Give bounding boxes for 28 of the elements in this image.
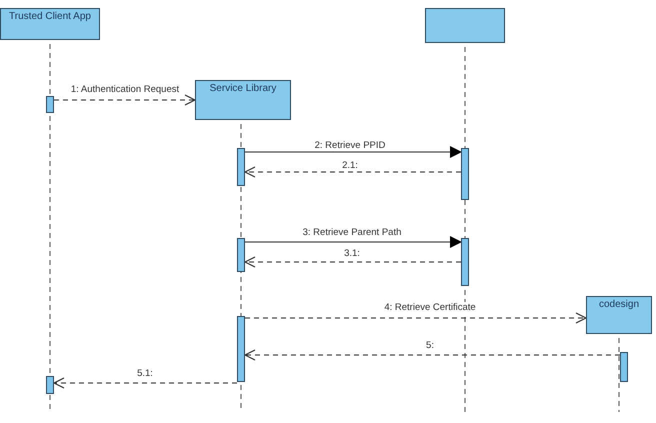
message-label: 5: — [424, 340, 436, 351]
lifeline-head: codesign — [586, 296, 652, 334]
message-arrow — [54, 94, 196, 106]
message-arrow — [244, 166, 461, 178]
message-label: 3: Retrieve Parent Path — [300, 227, 404, 238]
message-arrow — [245, 146, 462, 158]
lifeline-head: Service Library — [195, 80, 291, 120]
activation-bar — [46, 96, 54, 113]
activation-bar — [237, 238, 245, 272]
message-label: 2: Retrieve PPID — [312, 140, 388, 151]
message-arrow — [244, 256, 461, 268]
message-arrow — [245, 312, 587, 324]
message-arrow — [245, 236, 462, 248]
message-label: 4: Retrieve Certificate — [382, 302, 478, 313]
activation-bar — [461, 148, 469, 200]
activation-bar — [461, 238, 469, 286]
lifeline-head: Trusted Client App — [0, 8, 100, 40]
message-label: 2.1: — [340, 160, 360, 171]
message-label: 5.1: — [135, 368, 155, 379]
message-arrow — [53, 377, 237, 389]
activation-bar — [46, 376, 54, 394]
activation-bar — [237, 316, 245, 382]
message-label: 1: Authentication Request — [68, 84, 182, 95]
lifeline-head — [425, 8, 505, 43]
activation-bar — [237, 148, 245, 186]
message-arrow — [244, 349, 620, 361]
message-label: 3.1: — [342, 248, 362, 259]
activation-bar — [620, 352, 628, 382]
